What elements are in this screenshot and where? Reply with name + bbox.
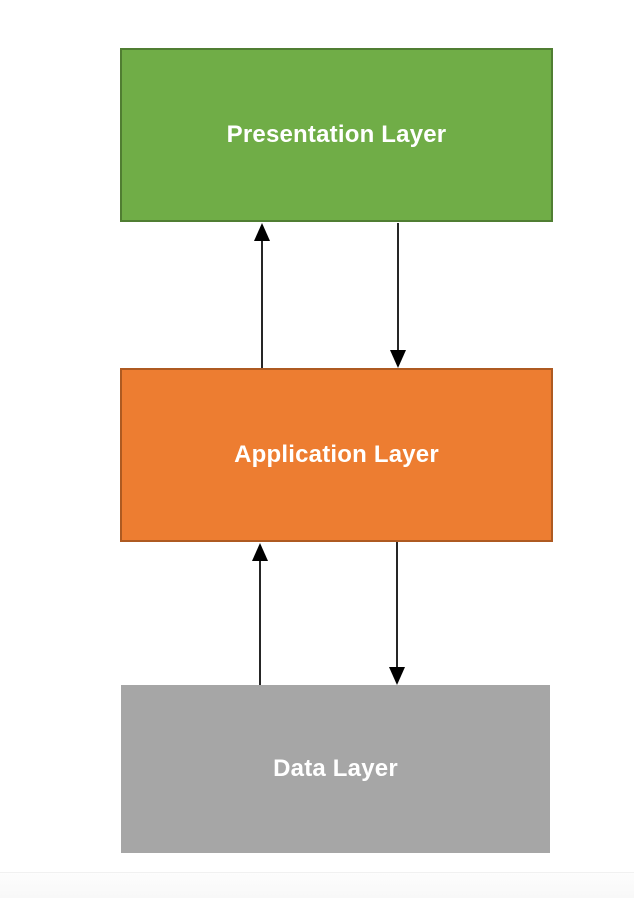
- arrow-data-to-application-icon: [252, 543, 268, 685]
- arrow-application-to-data-icon: [389, 542, 405, 685]
- data-layer-box: Data Layer: [121, 685, 550, 853]
- arrow-application-to-presentation-icon: [254, 223, 270, 368]
- presentation-layer-label: Presentation Layer: [226, 121, 447, 148]
- presentation-layer-box: Presentation Layer: [120, 48, 553, 222]
- application-layer-label: Application Layer: [234, 441, 439, 468]
- data-layer-label: Data Layer: [273, 755, 398, 782]
- arrow-presentation-to-application-icon: [390, 223, 406, 368]
- application-layer-box: Application Layer: [120, 368, 553, 542]
- bottom-edge-strip: [0, 872, 634, 898]
